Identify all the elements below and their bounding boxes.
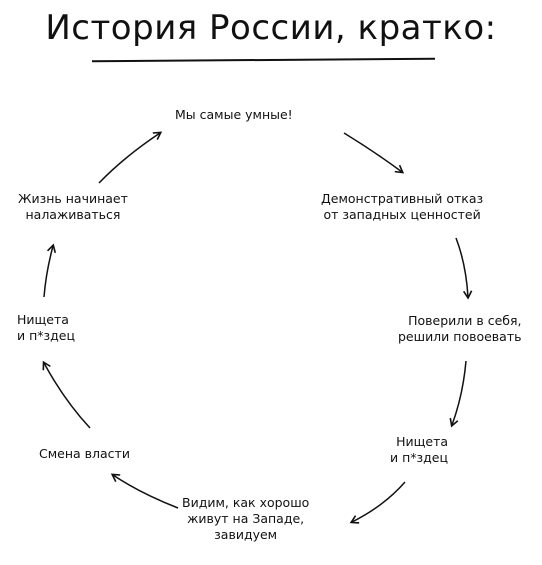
arrow-improve-to-top [98, 131, 163, 184]
node-poverty-left: Нищета и п*здец [17, 312, 76, 343]
node-change-of-power: Смена власти [39, 446, 130, 461]
node-envy-the-west: Видим, как хорошо живут на Западе, завид… [182, 495, 310, 542]
arrow-poverty-to-improve [43, 243, 57, 298]
arrow-top-to-refusal [343, 132, 405, 174]
arrow-poverty-to-envy [349, 481, 406, 524]
node-refuse-western-values: Демонстративный отказ от западных ценнос… [321, 191, 484, 222]
arrow-envy-to-power-change [110, 473, 179, 509]
node-we-are-smartest: Мы самые умные! [175, 107, 293, 122]
arrow-refusal-to-war [455, 237, 473, 300]
node-life-improves: Жизнь начинает налаживаться [18, 191, 128, 222]
arrow-war-to-poverty [449, 360, 467, 428]
node-poverty-right: Нищета и п*здец [390, 434, 449, 465]
page-title: История России, кратко: [45, 8, 497, 48]
node-decided-to-fight: Поверили в себя, решили повоевать [398, 313, 522, 344]
arrow-power-change-to-poverty [42, 360, 91, 429]
